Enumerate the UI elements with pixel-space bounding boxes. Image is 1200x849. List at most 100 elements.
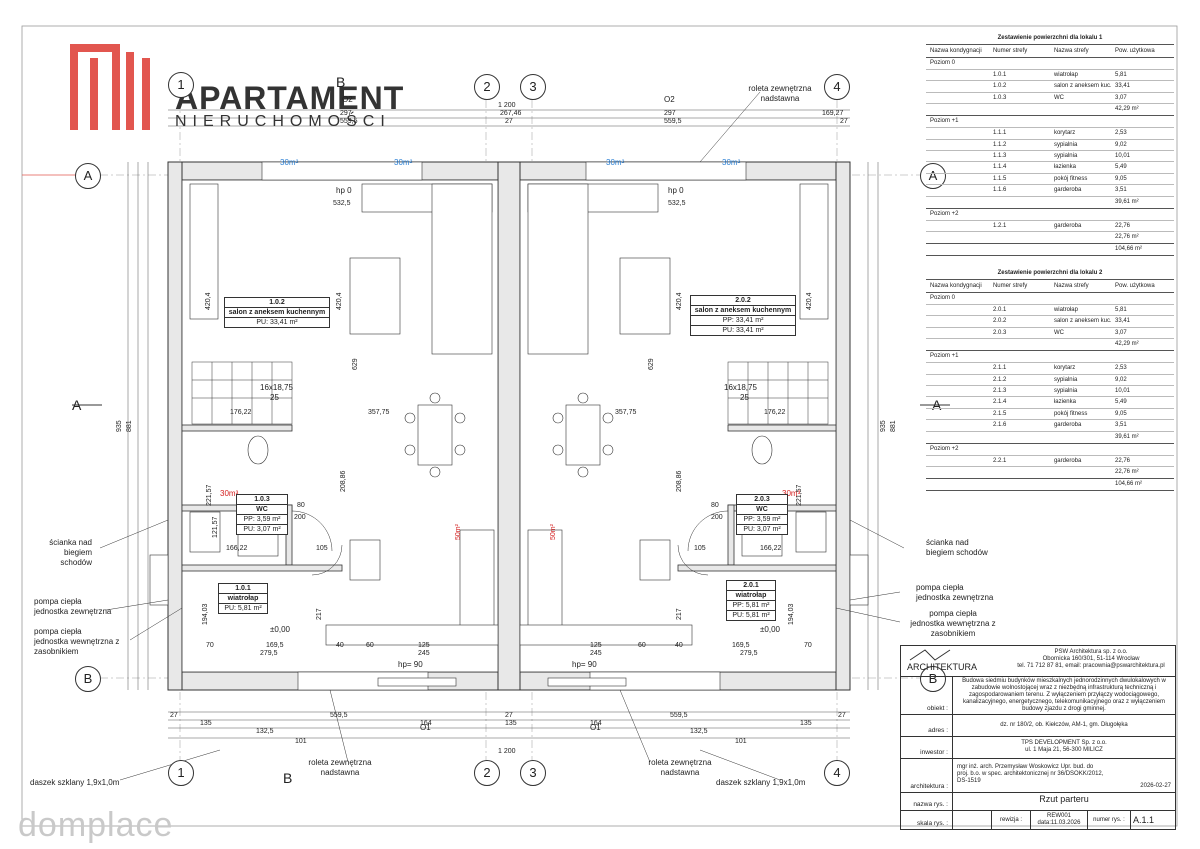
- dim-bot-b: 135: [200, 720, 212, 727]
- table-cell: 9,05: [1115, 175, 1127, 182]
- room-name: WC: [237, 505, 287, 515]
- table-cell: 5,49: [1115, 399, 1127, 406]
- roleta-bl-line2: nadstawna: [320, 768, 360, 777]
- dim-left-total: 935: [116, 420, 123, 432]
- table-level: Poziom +2: [926, 209, 1174, 221]
- axis-b-left: B: [75, 666, 101, 692]
- table-level: Poziom 0: [926, 58, 1174, 70]
- studio-address: Obornicka 160/301, 51-114 Wrocław: [1042, 656, 1140, 662]
- col-header: Nazwa strefy: [1053, 283, 1089, 289]
- axis-4-top: 4: [824, 74, 850, 100]
- label-adres: adres :: [901, 714, 953, 736]
- table-level: Poziom 0: [926, 293, 1174, 305]
- dim-w125-right: 125: [590, 642, 602, 649]
- studio-info: PSW Architektura sp. z o.o. Obornicka 16…: [1011, 649, 1171, 670]
- col-header: Numer strefy: [992, 48, 1028, 54]
- room-area-pu: PU: 5,81 m²: [224, 605, 262, 612]
- table-cell: WC: [1053, 94, 1064, 101]
- section-a-left: A: [72, 397, 82, 413]
- row-nazwa: nazwa rys. : Rzut parteru: [901, 792, 1175, 811]
- room-2-0-2: 2.0.2 salon z aneksem kuchennym PP: 33,4…: [690, 295, 796, 336]
- col-header: Pow. użytkowa: [1115, 48, 1155, 54]
- axis-a-left: A: [75, 163, 101, 189]
- roleta-top-label: roleta zewnętrzna nadstawna: [740, 84, 820, 104]
- subtotal-value: 39,61 m²: [1115, 198, 1139, 205]
- dim-top-g: 559,5: [664, 118, 682, 125]
- table-cell: 2.1.1: [992, 365, 1007, 372]
- studio-contact: tel. 71 712 87 81, email: pracownia@pswa…: [1017, 663, 1165, 669]
- hp0-right: hp 0: [668, 186, 684, 195]
- scianka-left-label: ścianka nad biegiem schodów: [34, 538, 92, 568]
- col-header: Numer strefy: [992, 283, 1028, 289]
- dim-w60-right: 60: [638, 642, 646, 649]
- table-cell: 1.0.2: [992, 83, 1007, 90]
- pompa-zew-left-line2: jednostka zewnętrzna: [34, 607, 112, 616]
- value-inwestor: TPS DEVELOPMENT Sp. z o.o. ul. 1 Maja 21…: [957, 740, 1171, 754]
- table-cell: 3,07: [1115, 94, 1127, 101]
- table-cell: [926, 93, 991, 103]
- dim-top-b: 267,46: [500, 110, 522, 117]
- table-cell: [926, 174, 991, 184]
- table-cell: 9,02: [1115, 141, 1127, 148]
- table-cell: 9,05: [1115, 410, 1127, 417]
- table-cell: 2.0.2: [992, 318, 1007, 325]
- dim-bot-b-right: 135: [800, 720, 812, 727]
- col-header: Pow. użytkowa: [1115, 283, 1155, 289]
- dim-w125-left: 125: [418, 642, 430, 649]
- dim-left-inner: 881: [126, 420, 133, 432]
- table-cell: 1.2.1: [992, 222, 1007, 229]
- room-name: wiatrołap: [219, 594, 267, 604]
- dim-right-total: 935: [880, 420, 887, 432]
- room-name: WC: [737, 505, 787, 515]
- dim-w5325-right: 532,5: [668, 200, 686, 207]
- dim-w2795-right: 279,5: [740, 650, 758, 657]
- table-cell: pokój fitness: [1053, 175, 1088, 182]
- table-cell: 22,76: [1115, 222, 1131, 229]
- table-cell: 10,01: [1115, 387, 1131, 394]
- room-2-0-1: 2.0.1 wiatrołap PP: 5,81 m² PU: 5,81 m²: [726, 580, 776, 621]
- dim-h629-left: 629: [352, 358, 359, 370]
- dim-h420-mid-left: 420,4: [336, 292, 343, 310]
- dim-bot-total: 1 200: [498, 748, 516, 755]
- dim-h217-left: 217: [316, 608, 323, 620]
- subtotal-value: 39,61 m²: [1115, 433, 1139, 440]
- value-adres: dz. nr 180/2, ob. Kiełczów, AM-1, gm. Dł…: [1000, 722, 1128, 728]
- dim-w35775-left: 357,75: [368, 409, 390, 416]
- pompa-zew-right-line2: jednostka zewnętrzna: [916, 593, 994, 602]
- axis-o1-left: O1: [420, 723, 431, 732]
- dim-w5325-left: 532,5: [333, 200, 351, 207]
- room-number: 2.0.2: [691, 296, 795, 306]
- table-cell: korytarz: [1053, 130, 1076, 137]
- room-area-pp: PP: 5,81 m²: [727, 601, 775, 611]
- label-inwestor: inwestor :: [901, 736, 953, 758]
- pompa-zew-right-line1: pompa ciepła: [916, 583, 964, 592]
- subtotal-value: 22,76 m²: [1115, 233, 1139, 240]
- scianka-left-line1: ścianka nad: [49, 538, 92, 547]
- table-cell: sypialnia: [1053, 152, 1078, 159]
- dim-w16622-left: 166,22: [226, 545, 248, 552]
- dim-h420-mid-right: 420,4: [676, 292, 683, 310]
- dim-h217-right: 217: [676, 608, 683, 620]
- dim-h20886-left: 208,86: [340, 470, 347, 492]
- dim-top-f: 27: [840, 118, 848, 125]
- stairs-n-right: 25: [740, 393, 749, 402]
- dim-w200-left: 200: [294, 514, 306, 521]
- table-cell: pokój fitness: [1053, 410, 1088, 417]
- axis-o1-right: O1: [590, 723, 601, 732]
- dim-bot-c: 132,5: [256, 728, 274, 735]
- table-cell: 2.1.4: [992, 399, 1007, 406]
- axis-2-top: 2: [474, 74, 500, 100]
- room-1-0-3: 1.0.3 WC PP: 3,59 m² PU: 3,07 m²: [236, 494, 288, 535]
- title-block: ARCHITEKTURA PSW Architektura sp. z o.o.…: [900, 645, 1176, 830]
- table-title: Zestawienie powierzchni dla lokalu 1: [997, 35, 1103, 41]
- pompa-wew-left-line1: pompa ciepła: [34, 627, 82, 636]
